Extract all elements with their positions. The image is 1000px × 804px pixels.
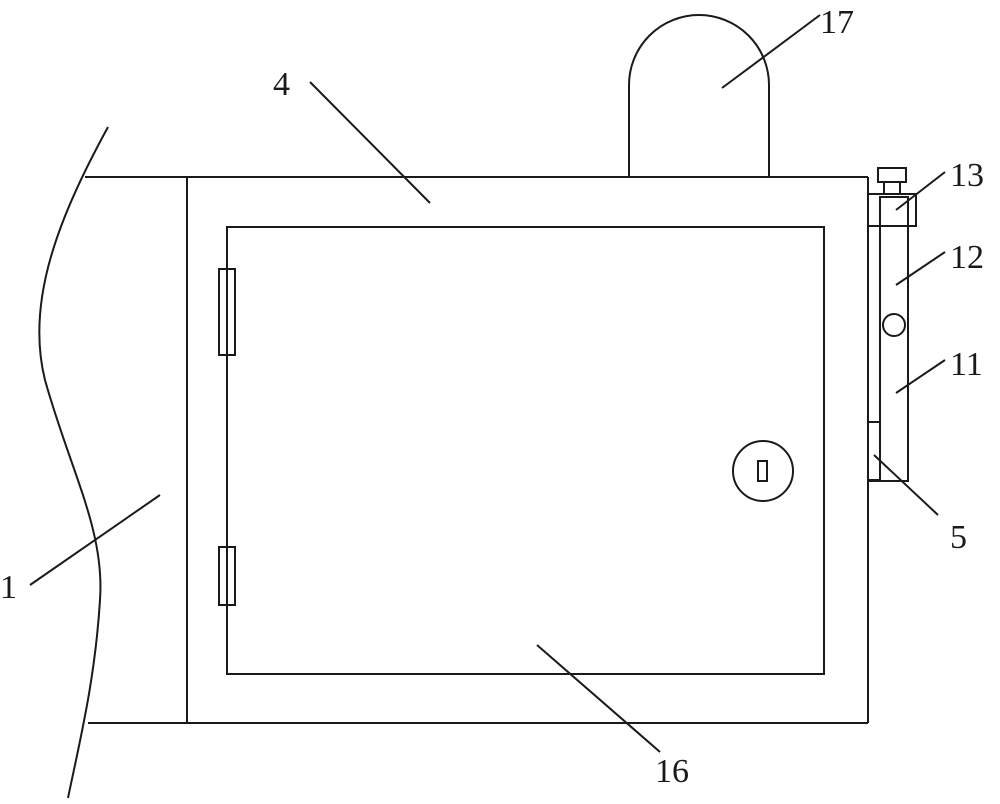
lock-icon (732, 440, 794, 502)
hinge-upper (218, 268, 236, 356)
leader-1 (29, 494, 161, 586)
leader-5 (873, 454, 939, 516)
latch-seat (867, 421, 881, 481)
label-door-panel: 16 (655, 753, 689, 790)
wall-break-line (38, 126, 109, 799)
leader-17 (721, 14, 821, 89)
slide-housing (879, 196, 909, 482)
slide-ball (882, 313, 906, 337)
bolt-knob (877, 167, 907, 183)
leader-13 (895, 171, 946, 211)
bolt-cap (867, 193, 917, 227)
label-latch-seat: 5 (950, 519, 967, 556)
label-wall: 1 (0, 569, 17, 606)
keyhole-icon (757, 460, 768, 482)
leader-4 (309, 81, 431, 204)
hinge-lower (218, 546, 236, 606)
label-slide-bar: 12 (950, 239, 984, 276)
alarm-lamp (628, 14, 770, 177)
label-bolt-cap: 13 (950, 157, 984, 194)
label-frame: 4 (273, 66, 290, 103)
leader-16 (536, 644, 661, 753)
label-slide-housing: 11 (950, 346, 983, 383)
leader-12 (895, 251, 946, 286)
label-alarm-lamp: 17 (820, 4, 854, 41)
door-panel (226, 226, 825, 675)
leader-11 (895, 359, 946, 394)
